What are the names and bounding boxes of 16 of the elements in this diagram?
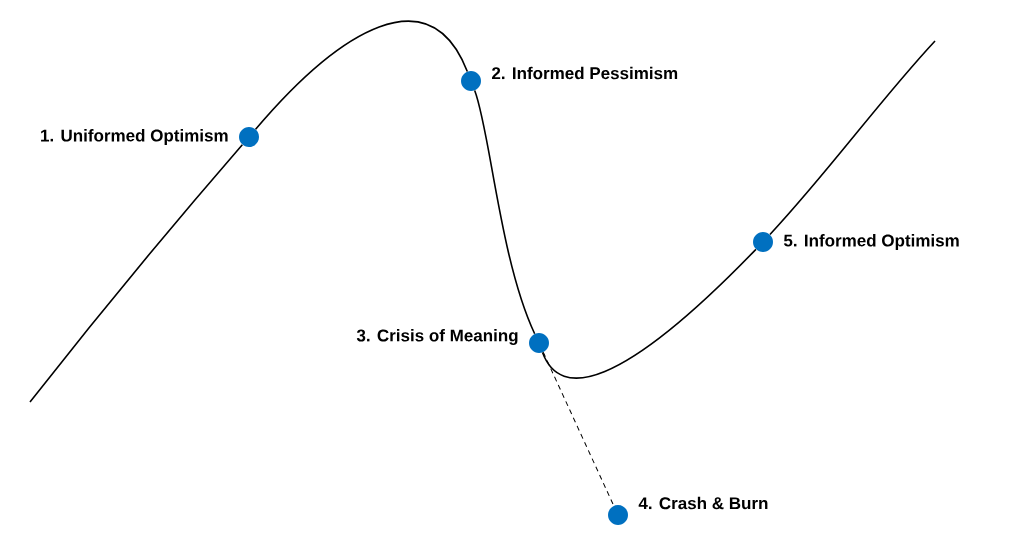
stage-label: 3. Crisis of Meaning [356,329,518,345]
curve-line [254,20,469,131]
dot-marker [608,505,628,525]
curve-line [29,143,244,403]
stage-label: 2. Informed Pessimism [492,66,678,80]
dashed-line [542,351,615,507]
curve-line [769,40,936,236]
dot-marker [239,127,259,147]
curve-line [473,89,536,335]
stage-label: 5. Informed Optimism [783,234,959,250]
curve-line [541,248,757,379]
stage-label: 1. Uniformed Optimism [41,129,228,145]
dot-marker [753,232,773,252]
dot-marker [529,333,549,353]
dot-marker [461,71,481,91]
stage-label: 4. Crash & Burn [638,496,768,510]
